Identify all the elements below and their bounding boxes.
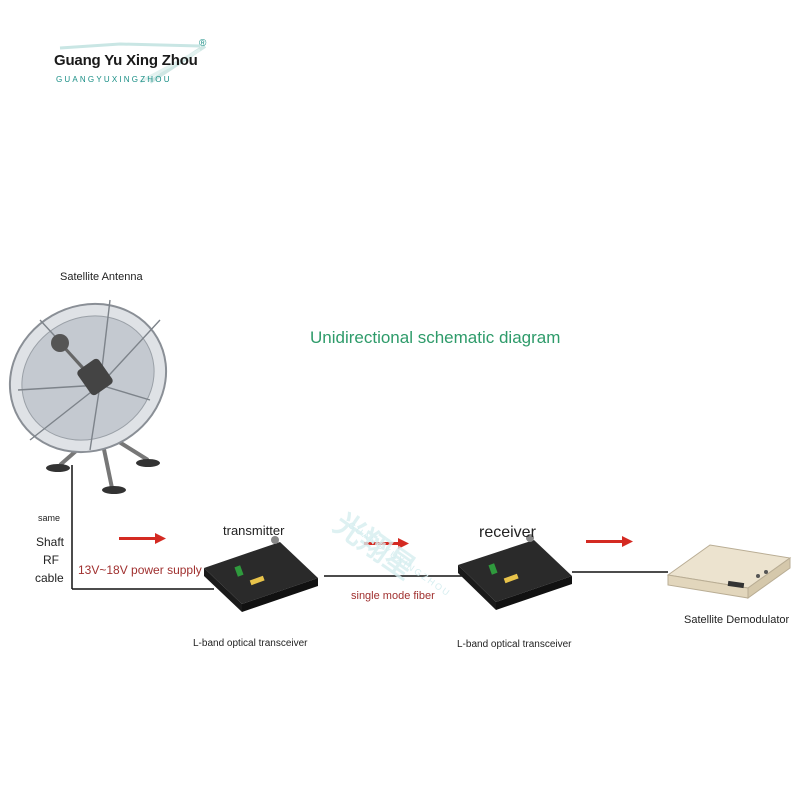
connection-lines: [71, 465, 668, 590]
rx-device-label: L-band optical transceiver: [457, 639, 572, 650]
cable-label-line-3: cable: [35, 571, 64, 585]
tx-device-label: L-band optical transceiver: [193, 638, 308, 649]
antenna-label: Satellite Antenna: [60, 271, 143, 283]
power-supply-label: 13V~18V power supply: [78, 563, 202, 577]
receiver-label: receiver: [479, 524, 536, 541]
arrow-right-icon-1: [119, 533, 166, 544]
logo-swoosh-icon: [59, 42, 207, 84]
cable-label-line-1: Shaft: [36, 535, 65, 549]
demodulator-label: Satellite Demodulator: [684, 614, 790, 626]
logo-registered-mark: ®: [199, 38, 207, 49]
arrow-right-icon-3: [586, 536, 633, 547]
diagram-title: Unidirectional schematic diagram: [310, 328, 561, 347]
demodulator-rack-unit-icon: [666, 544, 792, 599]
logo-name: Guang Yu Xing Zhou: [54, 52, 198, 69]
arrow-right-icon-2: [364, 538, 409, 549]
transmitter-label: transmitter: [223, 523, 285, 538]
logo-subtitle: GUANGYUXINGZHOU: [56, 75, 172, 84]
rx-rack-unit-icon: [458, 534, 572, 610]
fiber-label: single mode fiber: [351, 590, 435, 602]
flow-arrows: [119, 533, 633, 549]
tx-rack-unit-icon: [204, 536, 318, 612]
cable-label-top: same: [38, 513, 61, 523]
satellite-dish-icon: [8, 299, 168, 494]
cable-label-line-2: RF: [43, 553, 59, 567]
